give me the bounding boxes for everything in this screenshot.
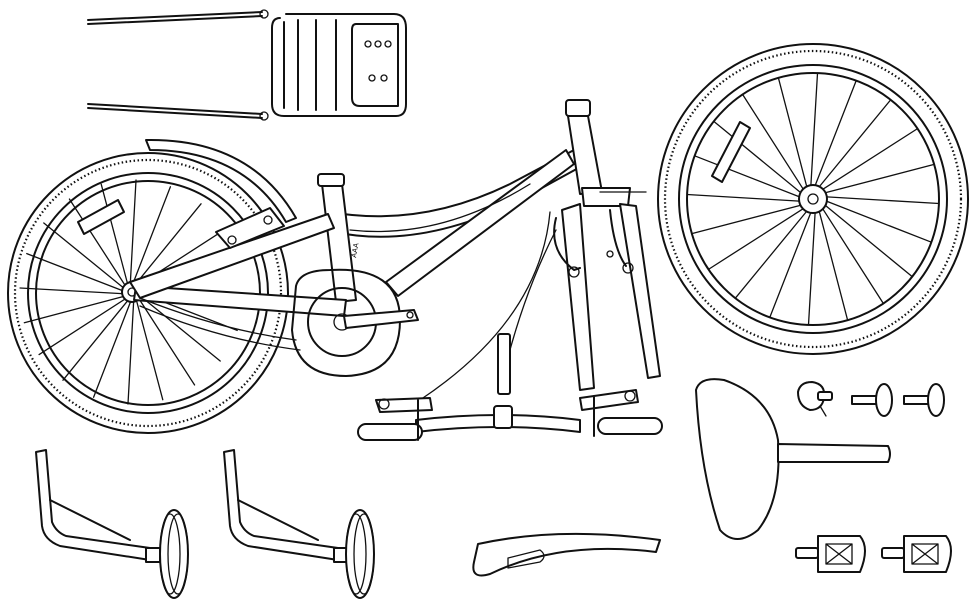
front-wheel-icon [657, 43, 969, 355]
brake-cable-icon [419, 211, 557, 401]
saddle-icon [695, 378, 891, 540]
spoke [691, 203, 808, 235]
front-fork-icon [553, 187, 661, 391]
spoke [133, 203, 202, 287]
spoke [817, 204, 849, 321]
spoke [137, 293, 221, 362]
bell-icon [797, 381, 833, 417]
spoke [820, 198, 933, 243]
rear-fender-icon [145, 138, 297, 223]
reflector-1-icon [851, 383, 893, 417]
front-fender-icon [472, 532, 661, 577]
spoke [741, 93, 808, 195]
rear-rack-icon [87, 9, 407, 121]
spoke [812, 79, 857, 192]
spoke [26, 252, 127, 293]
spoke [777, 77, 809, 194]
pedal-left-icon [795, 535, 866, 573]
spoke [734, 205, 812, 299]
reflector-2-icon [903, 383, 945, 417]
pedal-right-icon [881, 535, 952, 573]
spoke [129, 179, 137, 287]
spoke [686, 193, 807, 203]
spoke [693, 155, 806, 200]
spoke [19, 287, 127, 295]
training-wheel-left-icon [35, 449, 189, 599]
handlebar-icon [357, 389, 663, 441]
spoke [136, 294, 196, 386]
spoke [819, 200, 913, 278]
spoke [68, 198, 128, 290]
spoke [92, 297, 133, 398]
spoke [134, 296, 164, 401]
spoke [131, 186, 172, 287]
spoke [818, 203, 885, 305]
spoke [713, 120, 807, 198]
spoke [769, 206, 814, 319]
bike-frame-icon: AAA [129, 99, 603, 317]
training-wheel-right-icon [223, 449, 375, 599]
spoke [707, 204, 809, 271]
spoke [43, 222, 127, 291]
spoke [814, 99, 892, 193]
spoke [818, 163, 935, 195]
spoke [127, 297, 135, 405]
spoke [100, 183, 130, 288]
rear-brake-icon [215, 207, 285, 249]
spoke [38, 296, 130, 356]
chain-guard-icon [139, 268, 419, 377]
frame-decal: AAA [350, 242, 360, 258]
spoke [807, 205, 817, 326]
spoke [817, 127, 919, 194]
spoke [819, 195, 940, 205]
spoke [809, 72, 819, 193]
spoke [62, 297, 131, 381]
spoke [23, 294, 128, 324]
